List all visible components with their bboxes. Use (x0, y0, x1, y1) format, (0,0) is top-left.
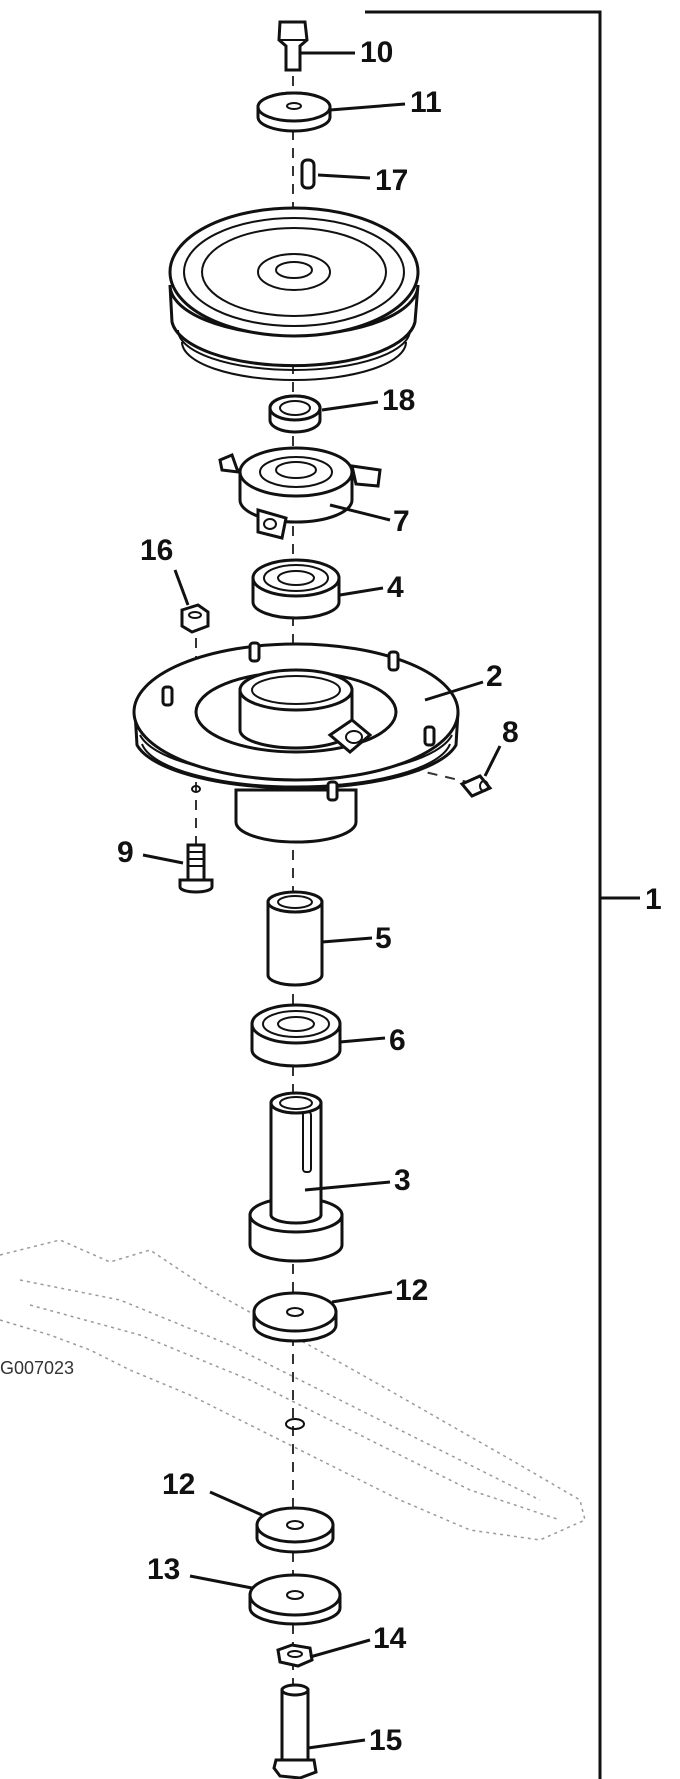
part-14-nut (276, 1643, 314, 1668)
part-4-bearing (251, 558, 341, 620)
leader-18 (321, 400, 379, 412)
part-2-spindle-housing (132, 641, 460, 844)
callout-4: 4 (387, 571, 404, 604)
part-13-washer (248, 1573, 342, 1626)
part-10-bolt (277, 20, 309, 72)
callout-13: 13 (147, 1553, 180, 1586)
blade-hole (285, 1418, 305, 1430)
part-15-bolt (272, 1683, 318, 1779)
callout-14: 14 (373, 1622, 407, 1655)
callout-12-lower: 12 (162, 1468, 195, 1501)
leader-15 (307, 1738, 366, 1750)
leader-14 (309, 1638, 371, 1659)
callout-17: 17 (375, 164, 408, 197)
callout-6: 6 (389, 1024, 406, 1057)
assembly-bracket (365, 10, 640, 1779)
part-9-bolt (178, 843, 214, 894)
part-12-washer-lower (255, 1506, 335, 1554)
callout-1: 1 (645, 883, 662, 916)
part-12-washer-upper (252, 1291, 338, 1343)
callout-3: 3 (394, 1164, 411, 1197)
leader-4 (339, 586, 384, 597)
blade-outline (0, 1239, 586, 1541)
part-5-spacer-tube (266, 890, 324, 987)
leader-2 (424, 680, 484, 702)
leader-12b (209, 1490, 263, 1517)
callout-12-upper: 12 (395, 1274, 428, 1307)
leader-11 (329, 102, 406, 112)
part-16-nut (180, 603, 210, 634)
part-7-housing (218, 446, 382, 540)
leader-17 (317, 173, 371, 180)
leader-8 (483, 745, 502, 777)
callout-9: 9 (117, 836, 134, 869)
callout-15: 15 (369, 1724, 402, 1757)
callout-8: 8 (502, 716, 519, 749)
callout-18: 18 (382, 384, 415, 417)
part-11-washer (256, 91, 332, 133)
leader-16 (173, 569, 190, 606)
callout-16: 16 (140, 534, 173, 567)
part-18-spacer (268, 394, 322, 434)
callout-7: 7 (393, 505, 410, 538)
callout-2: 2 (486, 660, 503, 693)
callout-11: 11 (410, 86, 442, 119)
leader-7 (329, 503, 391, 522)
part-3-spindle-shaft (248, 1091, 344, 1263)
leader-3 (304, 1180, 391, 1192)
part-6-bearing (250, 1003, 342, 1068)
part-pulley (168, 206, 420, 381)
part-17-pin (300, 158, 316, 190)
leader-12a (331, 1290, 393, 1304)
leader-5 (321, 936, 373, 944)
leader-6 (339, 1036, 386, 1044)
figure-reference: G007023 (0, 1358, 74, 1378)
leader-9 (142, 853, 184, 865)
part-8-fitting (459, 774, 493, 798)
callout-10: 10 (360, 36, 393, 69)
leader-13 (189, 1574, 253, 1590)
callout-5: 5 (375, 922, 392, 955)
